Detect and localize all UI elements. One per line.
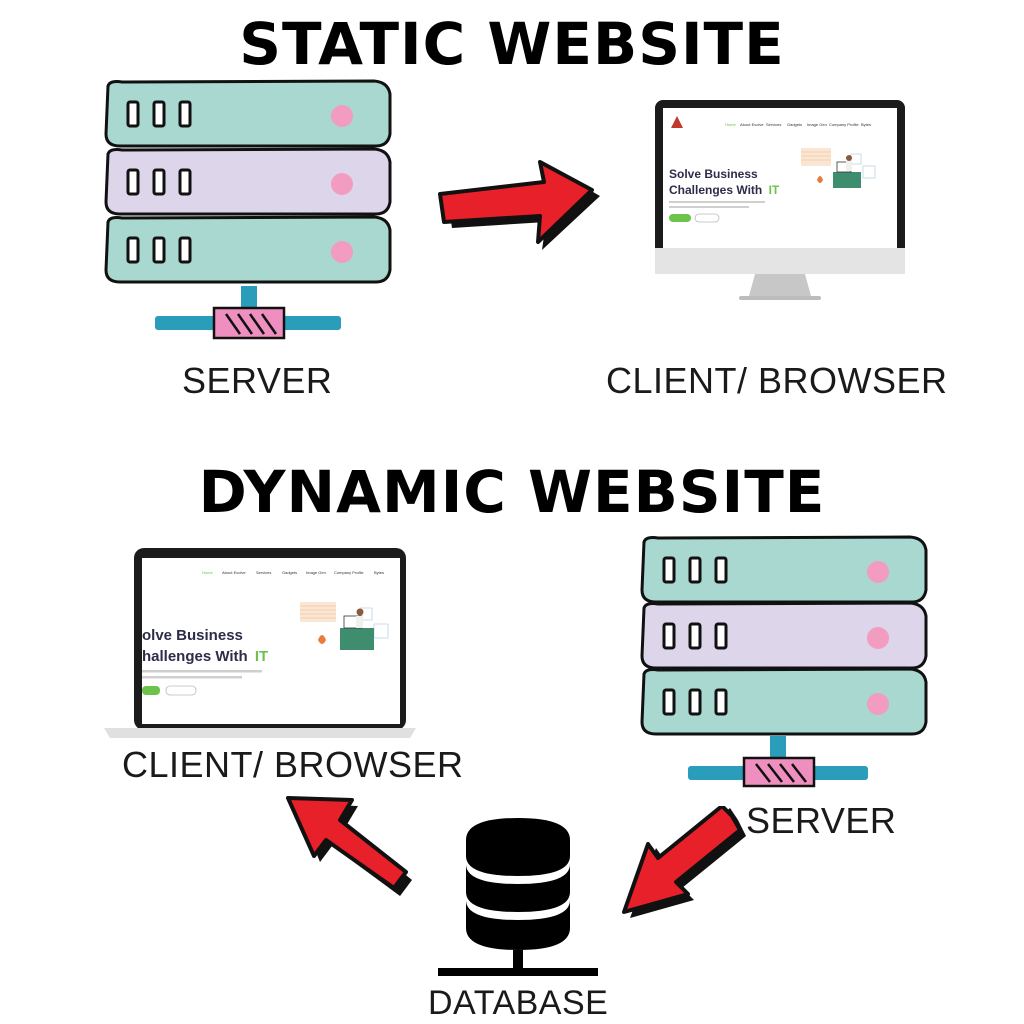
dynamic-arrow-to-database [618,806,748,924]
svg-text:Challenges With IT: Challenges With IT [669,183,780,197]
static-arrow [432,158,612,254]
static-screen-primary-button [669,214,691,222]
static-screen-secondary-button [694,213,720,223]
svg-text:hallenges With IT: hallenges With IT [142,648,268,665]
dynamic-screen-headline-1: olve Business [142,627,243,644]
dynamic-nav-imagegen: Image Gen [306,570,326,575]
static-nav-bytes: Bytes [861,122,871,127]
database-icon [432,812,602,982]
dynamic-server [636,534,936,794]
dynamic-website-title: DYNAMIC WEBSITE [198,458,826,526]
dynamic-nav-about: About Evolve [222,570,246,575]
database-label: DATABASE [428,984,609,1022]
dynamic-nav-profile: Company Profile [334,570,364,575]
dynamic-screen-headline-2: hallenges With [142,648,248,665]
static-server [100,76,400,346]
static-nav-imagegen: Image Gen [807,122,827,127]
dynamic-server-label: SERVER [746,800,897,841]
static-website-title: STATIC WEBSITE [239,10,785,78]
dynamic-screen-secondary-button [165,685,197,696]
dynamic-nav-gadgets: Gadgets [282,570,297,575]
static-client-monitor: Home About Evolve Services Gadgets Image… [655,100,905,302]
dynamic-arrow-to-client [282,792,422,902]
static-screen-headline-2: Challenges With [669,183,762,197]
dynamic-client-laptop: Home About Evolve Services Gadgets Image… [104,548,416,744]
dynamic-nav-bytes: Bytes [374,570,384,575]
static-nav-about: About Evolve [740,122,764,127]
static-nav-profile: Company Profile [829,122,859,127]
dynamic-screen-primary-button [142,686,160,695]
static-server-label: SERVER [182,360,333,401]
static-nav-home: Home [725,122,736,127]
dynamic-screen-headline-accent: IT [255,648,268,665]
static-screen-headline-1: Solve Business [669,167,758,181]
dynamic-client-label: CLIENT/ BROWSER [122,744,464,785]
static-nav-services: Services [766,122,781,127]
static-nav-gadgets: Gadgets [787,122,802,127]
static-client-label: CLIENT/ BROWSER [606,360,948,401]
static-screen-headline-accent: IT [769,183,780,197]
dynamic-nav-services: Services [256,570,271,575]
dynamic-nav-home: Home [202,570,213,575]
